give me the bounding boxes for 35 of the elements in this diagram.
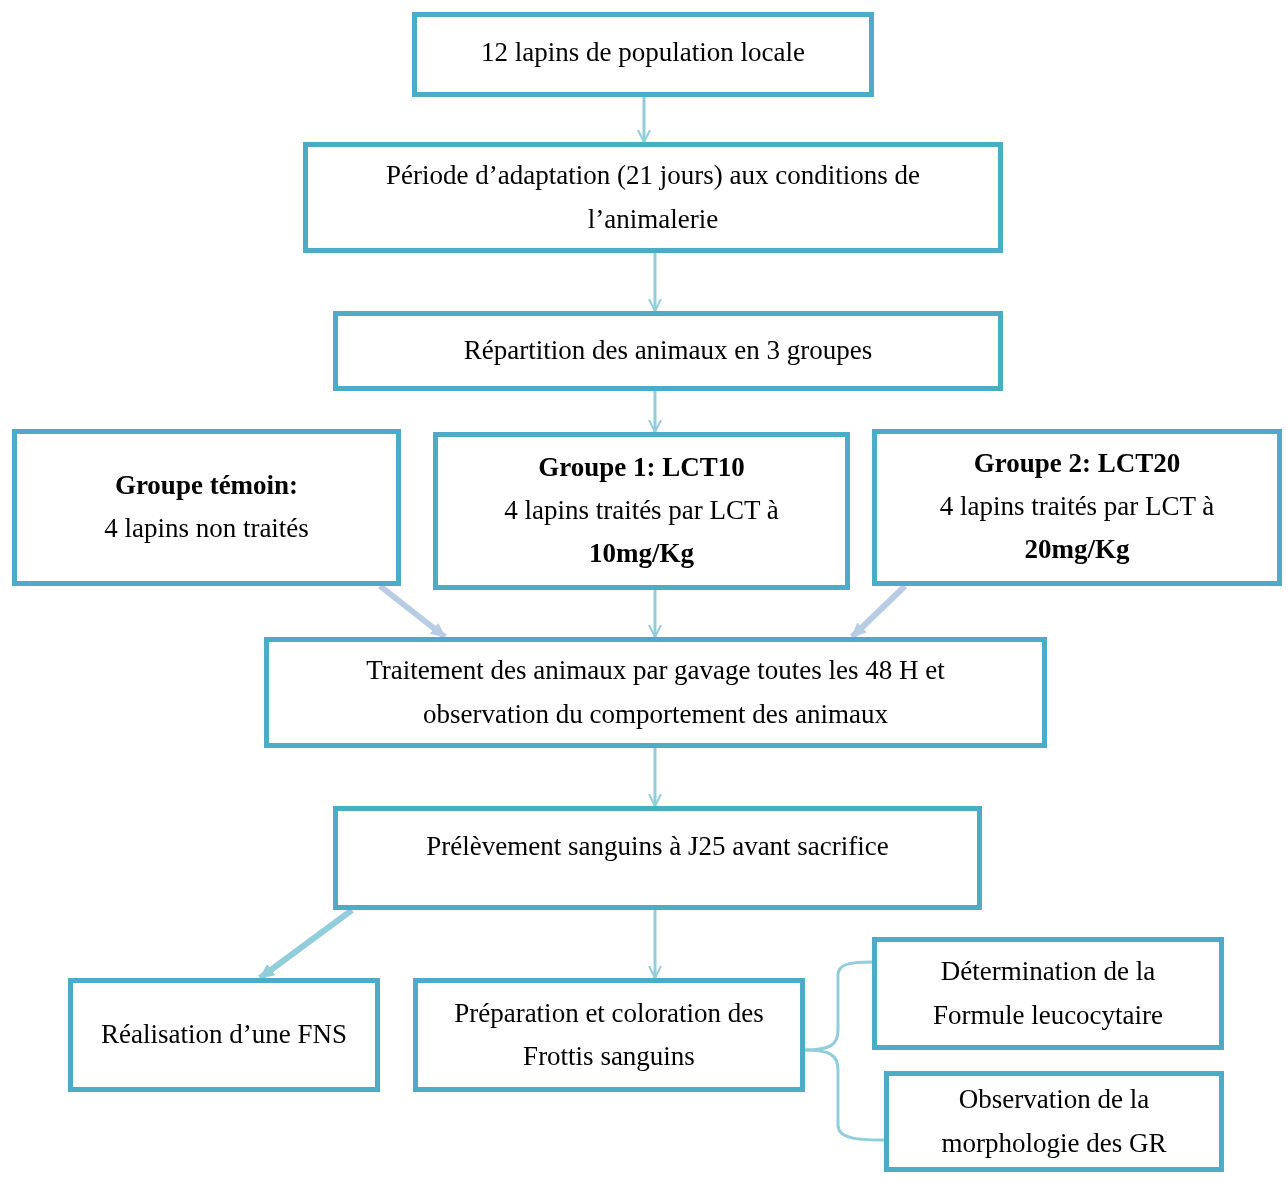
bracket-connector <box>804 960 872 1052</box>
arrow <box>637 97 651 143</box>
box-text: Période d’adaptation (21 jours) aux conditions de l’animalerie <box>385 159 921 236</box>
process-box <box>413 978 805 1092</box>
box-heading: Groupe 1: LCT10 <box>538 450 745 484</box>
process-box <box>303 142 1003 253</box>
process-box <box>433 432 850 590</box>
box-text: 4 lapins traités par LCT à 20mg/Kg <box>938 490 1216 567</box>
arrow <box>648 748 662 807</box>
process-box <box>68 978 380 1092</box>
box-text: 4 lapins non traités <box>104 511 309 545</box>
box-text: Observation de la morphologie des GR <box>940 1083 1168 1160</box>
arrow <box>648 590 662 638</box>
box-text: 4 lapins traités par LCT à 10mg/Kg <box>503 493 780 570</box>
box-heading: Groupe témoin: <box>114 469 299 502</box>
box-text: Prélèvement sanguins à J25 avant sacrifice <box>426 830 889 863</box>
box-text: Réalisation d’une FNS <box>101 1018 347 1052</box>
process-box <box>12 429 401 586</box>
process-box <box>412 12 874 97</box>
process-box <box>872 429 1282 586</box>
process-box <box>264 637 1047 748</box>
bracket-connector <box>804 1048 884 1142</box>
process-box <box>333 311 1003 391</box>
arrow <box>648 391 662 433</box>
box-text: Répartition des animaux en 3 groupes <box>463 334 873 368</box>
box-text: Préparation et coloration des Frottis sanguins <box>453 996 765 1073</box>
process-box <box>884 1071 1224 1172</box>
box-heading: Groupe 2: LCT20 <box>973 447 1181 481</box>
box-text: 12 lapins de population locale <box>481 36 805 69</box>
arrow <box>648 910 662 979</box>
box-text: Détermination de la Formule leucocytaire <box>931 955 1165 1032</box>
process-box <box>872 937 1224 1050</box>
arrow <box>648 253 662 312</box>
box-text: Traitement des animaux par gavage toutes les 48 H et observation du comportement des animaux <box>365 654 946 731</box>
process-box <box>333 806 982 910</box>
